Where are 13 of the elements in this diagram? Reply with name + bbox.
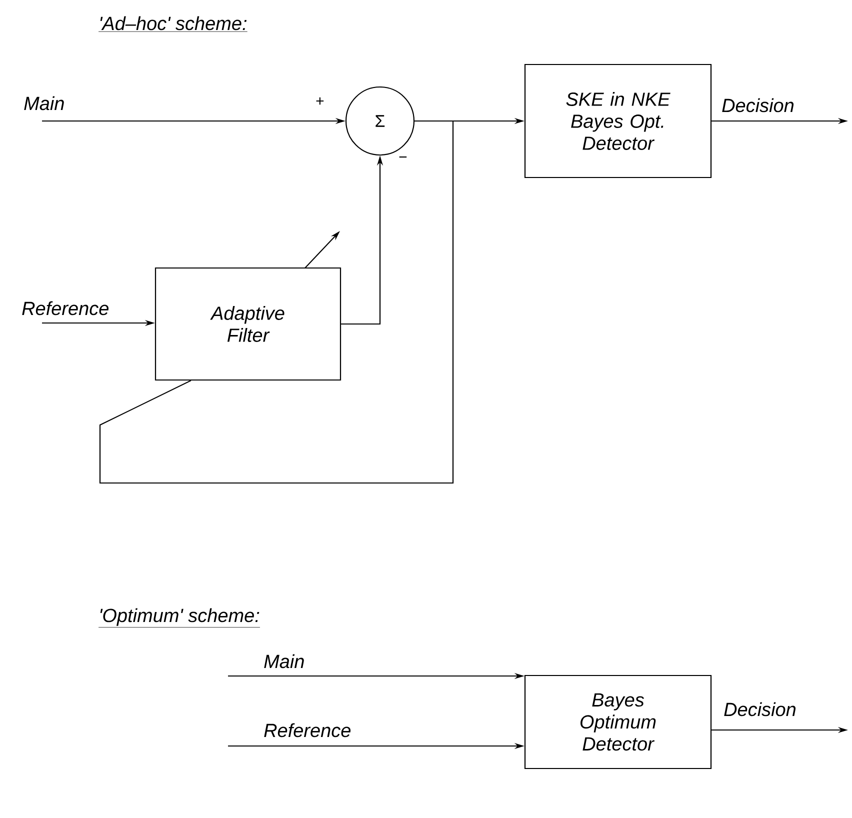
edge-label: Decision <box>722 701 798 718</box>
detector-box: SKE in NKE Bayes Opt. Detector <box>524 64 712 178</box>
edge-label: Reference <box>20 300 110 316</box>
filter-box: Adaptive Filter <box>154 267 342 381</box>
sum-junction: Σ <box>345 86 415 156</box>
heading: 'Ad–hoc' scheme: <box>98 16 248 32</box>
plus-sign: + <box>316 97 324 105</box>
edge-label: Reference <box>262 722 352 738</box>
detector-box: Bayes Optimum Detector <box>524 674 712 770</box>
heading: 'Optimum' scheme: <box>98 608 260 628</box>
edge-label: Main <box>262 653 306 670</box>
edge-label: Decision <box>720 97 796 114</box>
edge-label: Main <box>22 95 66 112</box>
